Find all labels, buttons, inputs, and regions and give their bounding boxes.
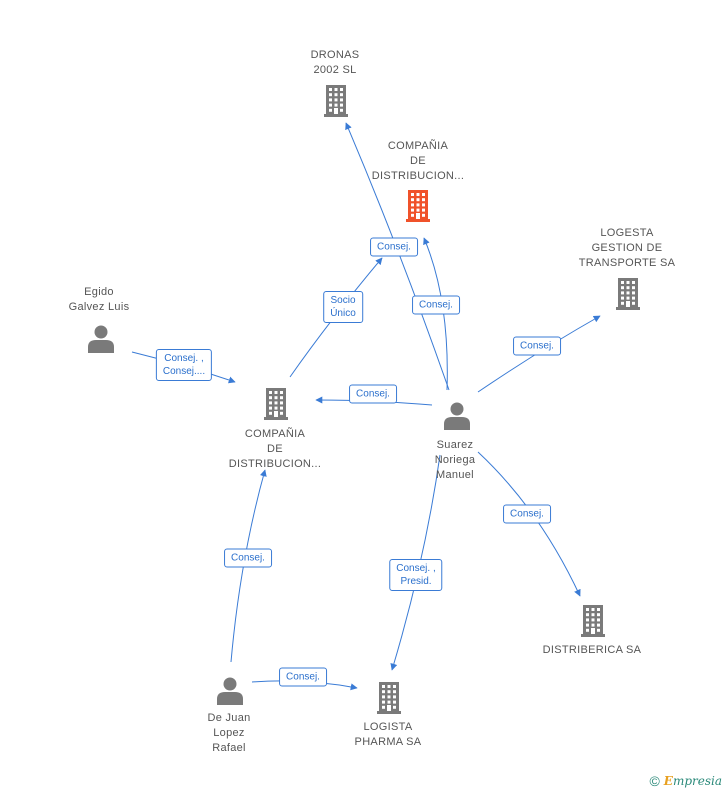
label-line: Galvez Luis: [68, 301, 130, 313]
label-line: Lopez: [213, 727, 245, 739]
edge-label-suarez-logista[interactable]: Consej. , Presid.: [389, 559, 443, 591]
label-line: LOGISTA: [363, 721, 413, 733]
label-line: Rafael: [212, 742, 246, 754]
node-label-logesta[interactable]: LOGESTA GESTION DE TRANSPORTE SA: [579, 226, 676, 271]
label-line: DE: [267, 443, 283, 455]
building-icon[interactable]: [324, 85, 348, 117]
node-label-distriberica[interactable]: DISTRIBERICA SA: [543, 643, 642, 658]
edge-label-line: Consej. ,: [164, 353, 204, 364]
label-line: DRONAS: [310, 49, 360, 61]
node-label-compania-mid[interactable]: COMPAÑIA DE DISTRIBUCION...: [229, 427, 322, 472]
node-label-dronas[interactable]: DRONAS 2002 SL: [311, 48, 360, 78]
edge-label-line: Consej....: [162, 366, 206, 377]
edge-label-line: Consej.: [356, 388, 390, 400]
label-line: Noriega: [434, 454, 476, 466]
edge-label-suarez-logesta[interactable]: Consej.: [513, 336, 561, 356]
edge-label-line: Consej.: [286, 671, 320, 683]
node-label-egido[interactable]: Egido Galvez Luis: [69, 285, 130, 315]
node-label-compania-top[interactable]: COMPAÑIA DE DISTRIBUCION...: [372, 139, 465, 184]
label-line: GESTION DE: [591, 242, 663, 254]
building-icon[interactable]: [616, 278, 640, 310]
label-line: DISTRIBERICA SA: [542, 644, 642, 656]
edge-label-suarez-compania-top[interactable]: Consej.: [412, 295, 460, 315]
edge-lines: [131, 122, 601, 691]
label-line: Egido: [84, 286, 114, 298]
building-icon[interactable]: [264, 388, 288, 420]
label-line: DISTRIBUCION...: [228, 458, 322, 470]
edge-label-line: Presid.: [400, 576, 432, 587]
label-line: PHARMA SA: [354, 736, 422, 748]
edge-suarez-distriberica: [477, 451, 581, 597]
copyright-icon: ©: [649, 773, 660, 789]
edge-label-egido-compania-mid[interactable]: Consej. , Consej....: [155, 349, 213, 381]
building-icon[interactable]: [581, 605, 605, 637]
label-line: DISTRIBUCION...: [371, 170, 465, 182]
edge-label-line: Consej.: [419, 299, 453, 311]
label-line: Manuel: [436, 469, 474, 481]
edge-label-line: Consej. ,: [396, 563, 436, 574]
person-icon[interactable]: [217, 677, 243, 706]
label-line: LOGESTA: [600, 227, 654, 239]
building-icon[interactable]: [377, 682, 401, 714]
footer-brand[interactable]: © Empresia: [649, 773, 722, 789]
node-label-logista[interactable]: LOGISTA PHARMA SA: [355, 720, 422, 750]
edge-label-line: Socio: [330, 295, 356, 306]
edge-label-suarez-distriberica[interactable]: Consej.: [503, 504, 551, 524]
edge-label-line: Consej.: [510, 508, 544, 520]
edge-label-compania-mid-dronas[interactable]: Socio Único: [323, 291, 363, 323]
label-line: COMPAÑIA: [387, 140, 449, 152]
edge-label-line: Único: [330, 308, 356, 319]
person-icon[interactable]: [88, 325, 114, 354]
label-line: Suarez: [436, 439, 474, 451]
edge-label-dejuan-compania-mid[interactable]: Consej.: [224, 548, 272, 568]
edge-label-line: Consej.: [231, 552, 265, 564]
node-label-dejuan[interactable]: De Juan Lopez Rafael: [207, 711, 250, 756]
person-icon[interactable]: [444, 402, 470, 431]
edge-label-dejuan-logista[interactable]: Consej.: [279, 667, 327, 687]
edge-label-suarez-dronas[interactable]: Consej.: [370, 237, 418, 257]
edge-label-line: Consej.: [520, 340, 554, 352]
label-line: De Juan: [207, 712, 251, 724]
node-label-suarez[interactable]: Suarez Noriega Manuel: [435, 438, 476, 483]
label-line: COMPAÑIA: [244, 428, 306, 440]
node-icons: [88, 85, 640, 714]
brand-logo: Empresia: [663, 774, 722, 788]
label-line: 2002 SL: [313, 64, 357, 76]
label-line: DE: [410, 155, 426, 167]
edge-label-suarez-compania-mid[interactable]: Consej.: [349, 384, 397, 404]
label-line: TRANSPORTE SA: [578, 257, 676, 269]
building-icon[interactable]: [406, 190, 430, 222]
edge-label-line: Consej.: [377, 241, 411, 253]
